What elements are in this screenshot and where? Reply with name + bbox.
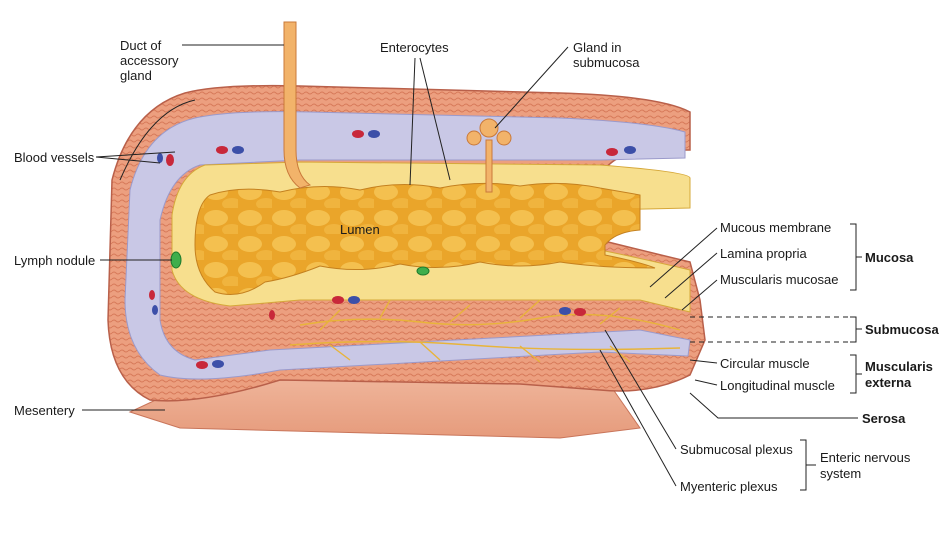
label-lamina-propria: Lamina propria (720, 246, 807, 261)
label-gland-1: Gland in (573, 40, 621, 55)
label-mucosa: Mucosa (865, 250, 914, 265)
label-duct-3: gland (120, 68, 152, 83)
label-circular-muscle: Circular muscle (720, 356, 810, 371)
label-enteric-1: Enteric nervous (820, 450, 911, 465)
label-muscularis-mucosae: Muscularis mucosae (720, 272, 839, 287)
label-submucosa: Submucosa (865, 322, 939, 337)
lymph-nodule (171, 252, 181, 268)
lymph-nodule-small (417, 267, 429, 275)
label-enterocytes: Enterocytes (380, 40, 449, 55)
label-myenteric-plexus: Myenteric plexus (680, 479, 778, 494)
label-muscularis-externa-2: externa (865, 375, 912, 390)
label-blood-vessels: Blood vessels (14, 150, 95, 165)
label-gland-2: submucosa (573, 55, 640, 70)
label-mucous-membrane: Mucous membrane (720, 220, 831, 235)
label-longitudinal-muscle: Longitudinal muscle (720, 378, 835, 393)
label-duct-1: Duct of (120, 38, 162, 53)
label-muscularis-externa-1: Muscularis (865, 359, 933, 374)
label-serosa: Serosa (862, 411, 906, 426)
label-lumen: Lumen (340, 222, 380, 237)
label-duct-2: accessory (120, 53, 179, 68)
label-submucosal-plexus: Submucosal plexus (680, 442, 793, 457)
label-mesentery: Mesentery (14, 403, 75, 418)
label-lymph-nodule: Lymph nodule (14, 253, 95, 268)
label-enteric-2: system (820, 466, 861, 481)
